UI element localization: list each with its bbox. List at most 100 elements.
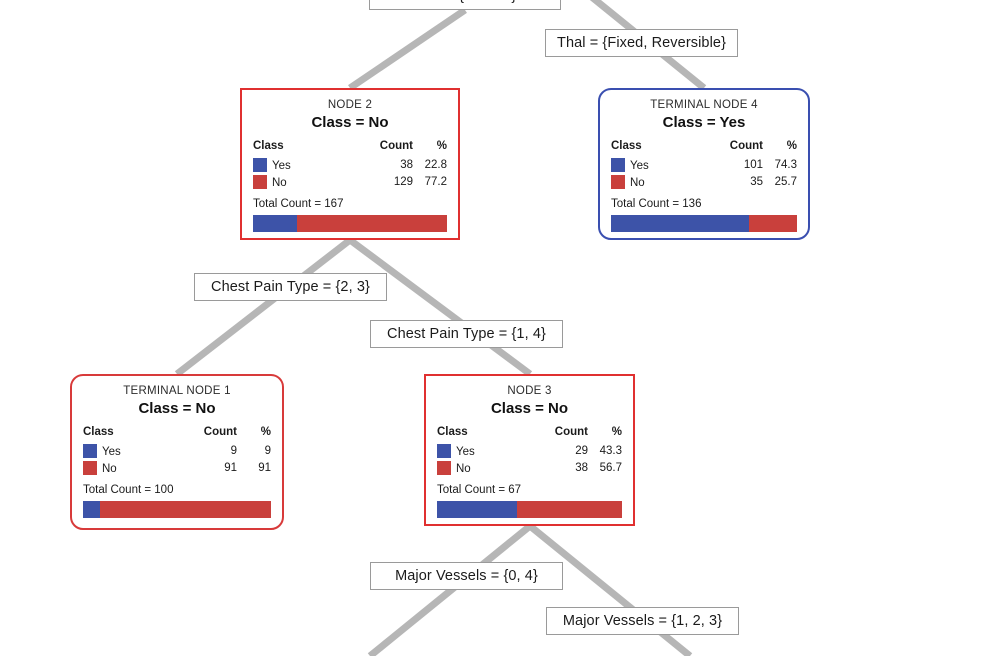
column-header-class: Class <box>253 140 284 153</box>
no-color-swatch-icon <box>83 461 97 475</box>
table-header-row: Class Count% <box>253 140 447 157</box>
tree-edge-root-to-node2 <box>348 7 467 91</box>
total-count-label: Total Count = 67 <box>437 484 522 497</box>
class-cell: Yes <box>437 443 517 460</box>
node-class-label: Class = Yes <box>662 113 746 131</box>
column-header-count: Count <box>203 426 237 439</box>
table-row: No 35 25.7 <box>611 174 797 191</box>
column-header-count: Count <box>379 140 413 153</box>
distribution-bar-no-segment <box>99 500 271 518</box>
percent-cell: 22.8 <box>424 158 447 171</box>
split-label-major-vessels-0-4[interactable]: Major Vessels = {0, 4} <box>370 562 563 590</box>
distribution-bar <box>83 500 271 518</box>
tree-edge-node3-to-right <box>527 523 693 656</box>
split-label-major-vessels-1-2-3[interactable]: Major Vessels = {1, 2, 3} <box>546 607 739 635</box>
node-id-label: NODE 3 <box>507 385 552 397</box>
split-label-thal-fixed-reversible[interactable]: Thal = {Fixed, Reversible} <box>545 29 738 57</box>
distribution-bar-yes-segment <box>253 214 298 232</box>
total-count-label: Total Count = 136 <box>611 198 702 211</box>
node-class-label: Class = No <box>138 399 216 417</box>
distribution-bar <box>253 214 447 232</box>
total-count-label: Total Count = 167 <box>253 198 344 211</box>
node-id-label: TERMINAL NODE 4 <box>650 99 758 111</box>
node-id-label: TERMINAL NODE 1 <box>123 385 231 397</box>
class-name-label: No <box>102 463 117 475</box>
column-header-pct: % <box>611 426 622 439</box>
percent-cell: 43.3 <box>599 444 622 457</box>
count-cell: 38 <box>400 158 413 171</box>
split-label-thal-normal[interactable]: Thal = {Normal} <box>369 0 561 10</box>
class-cell: No <box>83 460 165 477</box>
class-cell: No <box>437 460 517 477</box>
split-label-chest-pain-2-3[interactable]: Chest Pain Type = {2, 3} <box>194 273 387 301</box>
tree-edge-node2-to-tn1 <box>174 237 353 377</box>
column-header-class: Class <box>437 426 468 439</box>
class-cell: Yes <box>253 157 338 174</box>
table-header-row: Class Count% <box>83 426 271 443</box>
count-cell: 38 <box>575 462 588 474</box>
tree-node-terminal-node-1[interactable]: TERMINAL NODE 1 Class = No Class Count% Yes 9… <box>70 374 284 530</box>
node-id-label: NODE 2 <box>327 99 373 111</box>
class-name-label: No <box>456 463 471 475</box>
yes-color-swatch-icon <box>611 157 625 172</box>
column-header-pct: % <box>436 140 447 153</box>
node-class-label: Class = No <box>311 113 389 131</box>
table-header-row: Class Count% <box>437 426 622 443</box>
distribution-bar-yes-segment <box>611 214 750 232</box>
no-color-swatch-icon <box>611 175 625 189</box>
count-cell: 35 <box>750 176 763 188</box>
class-name-label: Yes <box>630 159 649 172</box>
class-cell: No <box>611 174 692 191</box>
distribution-bar-yes-segment <box>83 500 100 518</box>
class-cell: Yes <box>611 157 692 174</box>
percent-cell: 74.3 <box>774 158 797 171</box>
total-count-label: Total Count = 100 <box>83 484 174 497</box>
yes-color-swatch-icon <box>83 443 97 458</box>
count-cell: 29 <box>575 444 588 457</box>
node-class-label: Class = No <box>490 399 569 417</box>
distribution-bar <box>611 214 797 232</box>
table-row: No 91 91 <box>83 460 271 477</box>
column-header-pct: % <box>786 140 797 153</box>
count-cell: 91 <box>224 462 237 474</box>
distribution-bar-no-segment <box>517 500 622 518</box>
table-row: Yes 29 43.3 <box>437 443 622 460</box>
count-cell: 129 <box>393 176 413 188</box>
column-header-class: Class <box>83 426 114 439</box>
tree-edge-node3-to-left <box>367 523 533 656</box>
class-name-label: No <box>630 177 645 189</box>
column-header-count: Count <box>554 426 588 439</box>
distribution-bar-no-segment <box>297 214 447 232</box>
yes-color-swatch-icon <box>253 157 267 172</box>
table-row: No 129 77.2 <box>253 174 447 191</box>
class-name-label: Yes <box>456 445 475 458</box>
percent-cell: 77.2 <box>424 176 447 188</box>
no-color-swatch-icon <box>437 461 451 475</box>
column-header-count: Count <box>729 140 763 153</box>
split-label-chest-pain-1-4[interactable]: Chest Pain Type = {1, 4} <box>370 320 563 348</box>
tree-edge-node2-to-node3 <box>347 237 533 377</box>
column-header-class: Class <box>611 140 642 153</box>
table-header-row: Class Count% <box>611 140 797 157</box>
yes-color-swatch-icon <box>437 443 451 458</box>
percent-cell: 91 <box>258 462 271 474</box>
percent-cell: 25.7 <box>774 176 797 188</box>
class-cell: No <box>253 174 338 191</box>
percent-cell: 9 <box>264 444 271 457</box>
class-name-label: No <box>272 177 287 189</box>
no-color-swatch-icon <box>253 175 267 189</box>
column-header-pct: % <box>260 426 271 439</box>
class-cell: Yes <box>83 443 165 460</box>
distribution-bar-no-segment <box>749 214 797 232</box>
